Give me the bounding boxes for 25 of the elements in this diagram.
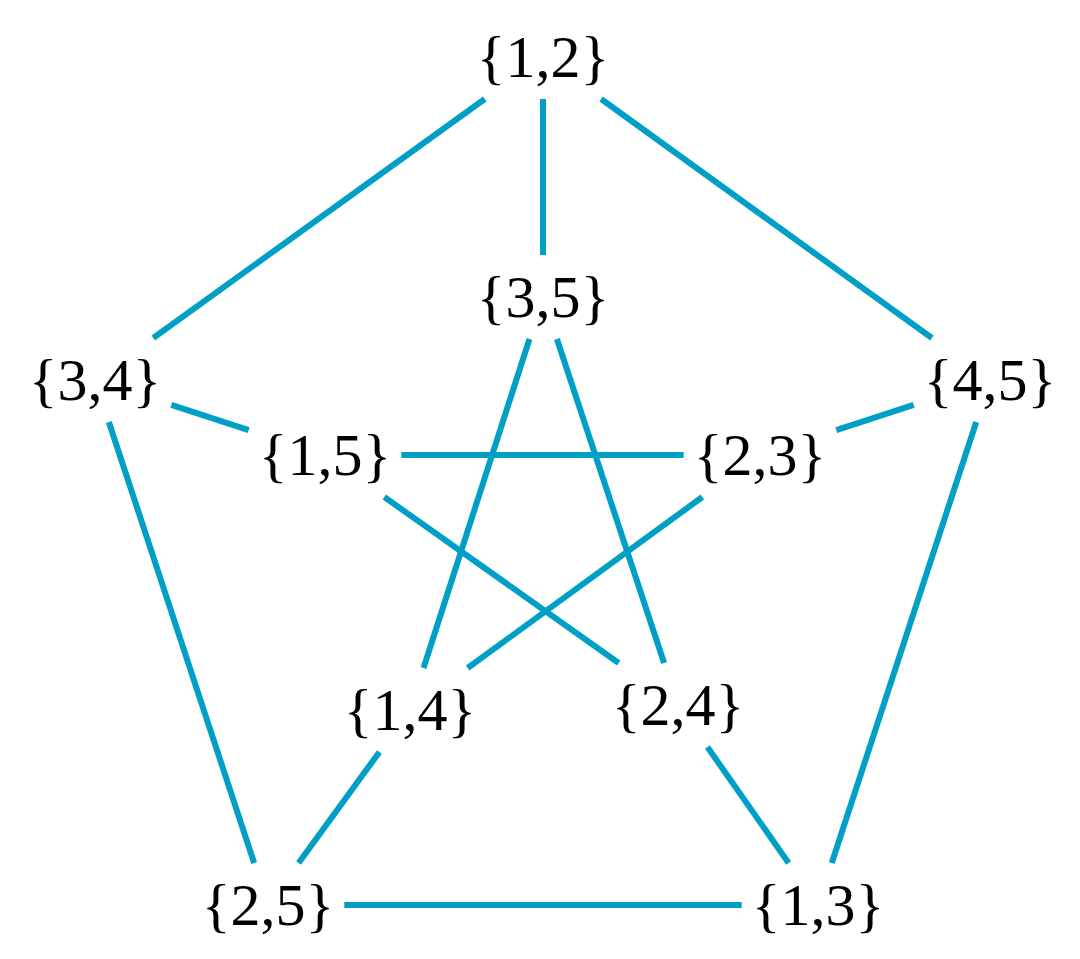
vertex-label: {3,5}: [466, 255, 620, 339]
graph-edge: [151, 96, 487, 341]
vertex-label: {1,5}: [248, 413, 402, 497]
graph-edge: [835, 402, 915, 433]
graph-edge: [554, 338, 667, 664]
vertex-label: {4,5}: [913, 338, 1067, 422]
graph-edge: [465, 494, 705, 671]
graph-edge: [704, 745, 792, 865]
graph-edge: [106, 421, 257, 864]
vertex-label: {2,5}: [191, 863, 345, 947]
vertex-label: {2,4}: [601, 663, 755, 747]
graph-edge: [296, 750, 382, 865]
vertex-label: {1,3}: [741, 863, 895, 947]
vertex-label: {2,3}: [683, 413, 837, 497]
graph-edge: [401, 452, 684, 458]
vertex-label: {1,4}: [333, 668, 487, 752]
graph-edge: [420, 338, 533, 669]
graph-edge: [382, 494, 621, 666]
graph-edge: [344, 902, 742, 908]
graph-edge: [540, 99, 546, 255]
graph-edge: [828, 421, 980, 864]
graph-edge: [170, 402, 250, 433]
vertex-label: {1,2}: [466, 15, 620, 99]
graph-edge: [599, 96, 934, 341]
vertex-label: {3,4}: [18, 338, 172, 422]
